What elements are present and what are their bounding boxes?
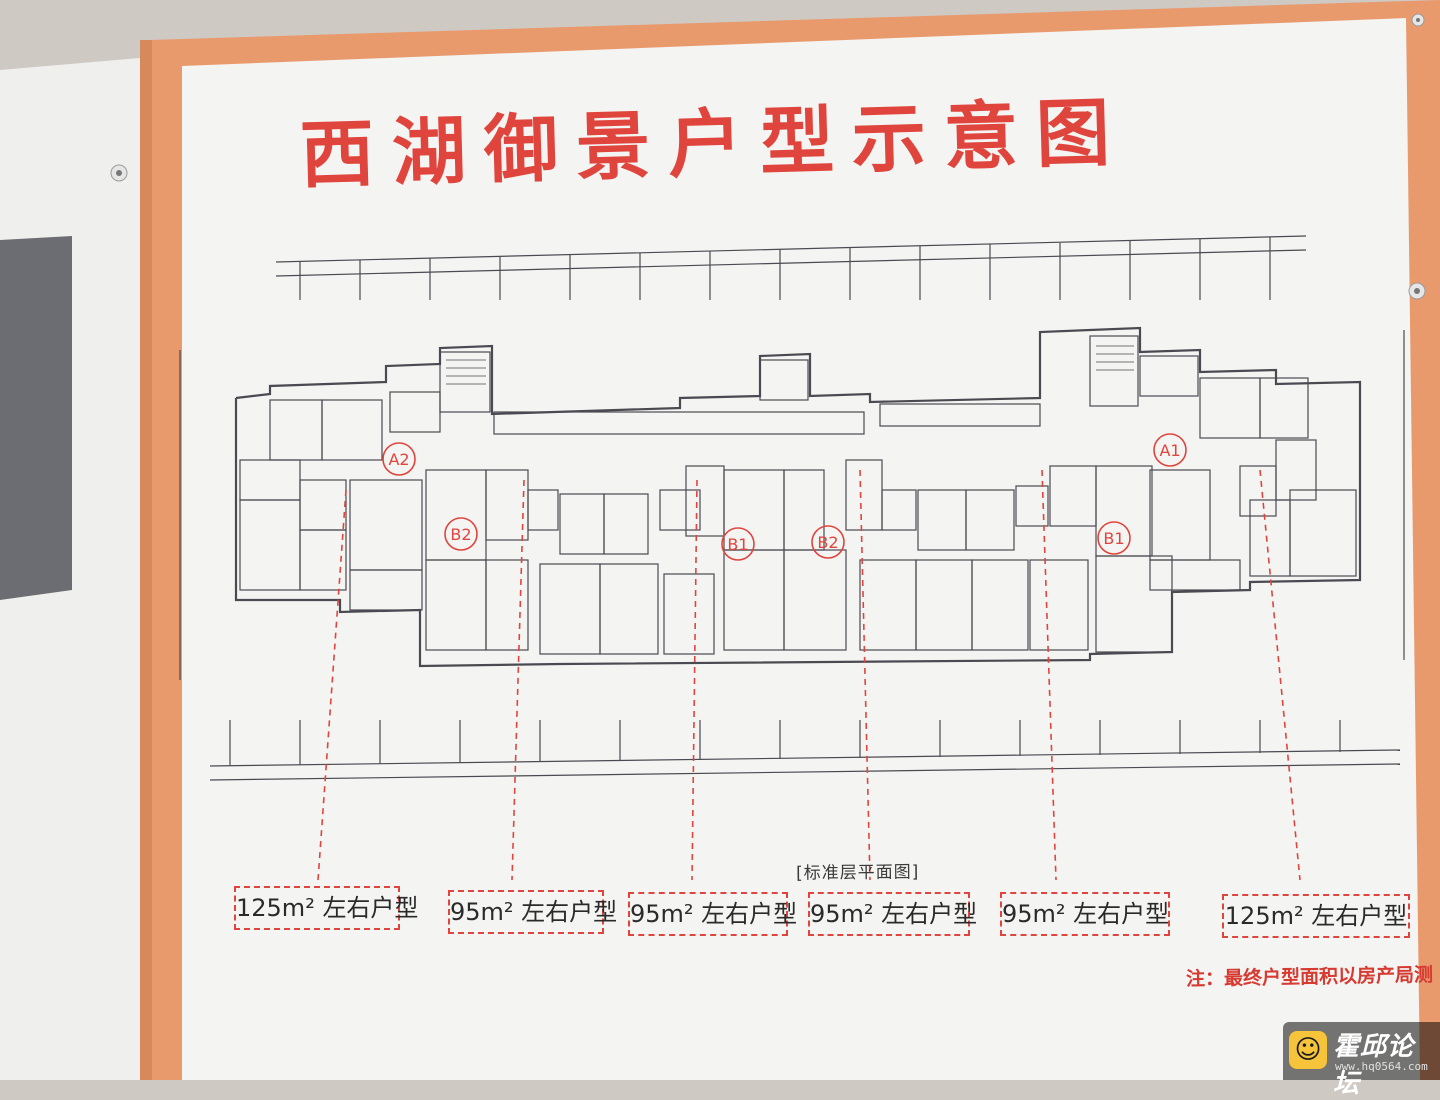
- corridor: [493, 411, 865, 435]
- unit-tag-b1: B1: [727, 535, 748, 554]
- poster-sheet: [182, 18, 1420, 1080]
- dimension-ticks-top: [299, 237, 1271, 300]
- pushpin-icon: [1408, 282, 1426, 300]
- unit-a1-rooms: [1089, 335, 1357, 591]
- unit-a2-rooms: [239, 351, 491, 611]
- unit-tag-b1: B1: [1103, 529, 1124, 548]
- frame-edge: [140, 40, 152, 1080]
- unit-area-label: 125m² 左右户型: [1222, 894, 1410, 938]
- disclaimer-note: 注：最终户型面积以房产局测: [1185, 963, 1434, 991]
- unit-area-label: 125m² 左右户型: [234, 886, 418, 930]
- unit-tag-circles: [382, 433, 1187, 561]
- unit-area-label: 95m² 左右户型: [448, 890, 617, 934]
- unit-area-label: 95m² 左右户型: [628, 892, 797, 936]
- unit-area-label: 95m² 左右户型: [808, 892, 977, 936]
- pushpin-icon: [1411, 13, 1425, 27]
- forum-watermark: ☺ 霍邱论坛 www.hq0564.com: [1283, 1022, 1440, 1099]
- unit-division-lines: [317, 469, 1301, 881]
- plan-caption: [标准层平面图]: [795, 862, 920, 884]
- unit-tag-b2: B2: [817, 533, 838, 552]
- pushpin-icon: [110, 164, 128, 182]
- stairs: [446, 345, 1134, 385]
- unit-tag-b2: B2: [450, 525, 471, 544]
- dimension-ticks-bottom: [229, 720, 1341, 766]
- dimension-line-bottom: [209, 749, 1401, 767]
- forum-logo-icon: ☺: [1289, 1031, 1327, 1069]
- building-outline: [234, 326, 1362, 668]
- unit-tag-a1: A1: [1159, 441, 1180, 460]
- unit-b2-left-rooms: [425, 469, 559, 651]
- left-poster-photo: [0, 236, 72, 600]
- unit-middle-rooms: [539, 359, 847, 655]
- unit-area-label: 95m² 左右户型: [1000, 892, 1170, 936]
- unit-right-rooms: [845, 459, 1173, 653]
- dimension-line-top: [275, 235, 1307, 263]
- watermark-url: www.hq0564.com: [1335, 1060, 1428, 1073]
- unit-tag-a2: A2: [388, 450, 409, 469]
